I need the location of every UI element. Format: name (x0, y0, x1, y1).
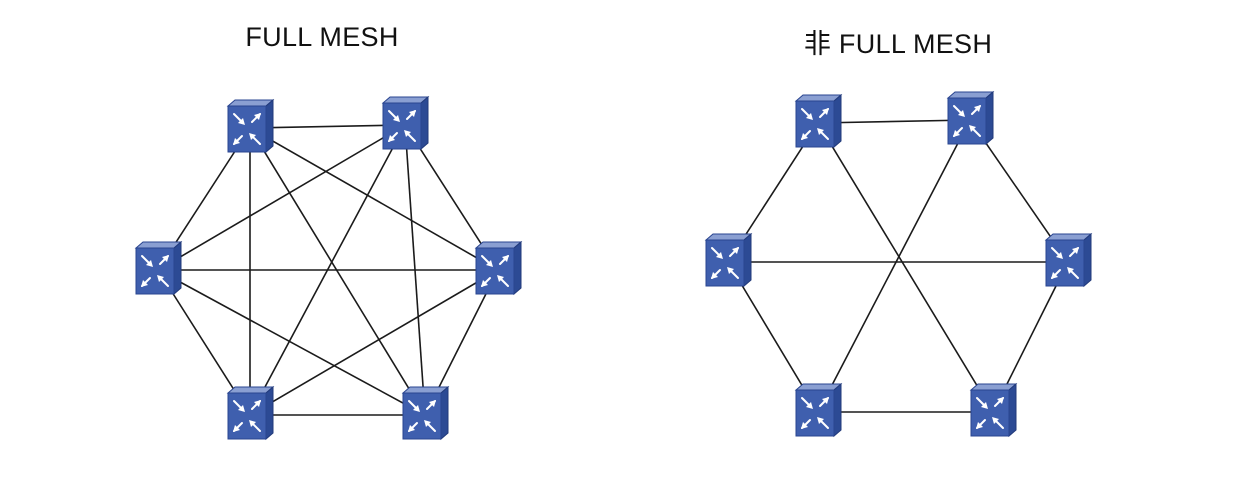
router-icon (135, 241, 182, 295)
diagram-title-non-full-mesh: 非 FULL MESH (803, 29, 993, 59)
router-icon (382, 96, 429, 150)
router-icon (402, 386, 449, 440)
link-r3-r6 (157, 269, 426, 416)
link-r1-r2 (817, 119, 971, 124)
diagram-title-full-mesh: FULL MESH (245, 22, 399, 52)
router-icon (227, 386, 274, 440)
link-r2-r3 (157, 124, 406, 271)
router-icon (227, 99, 274, 153)
link-r1-r4 (249, 127, 499, 271)
link-r1-r6 (249, 127, 426, 416)
router-icon (970, 383, 1017, 437)
link-r1-r2 (249, 124, 406, 129)
router-icon (795, 94, 842, 148)
link-r2-r5 (817, 119, 971, 413)
router-icon (1045, 233, 1092, 287)
router-icon (795, 383, 842, 437)
router-icon (705, 233, 752, 287)
link-r4-r5 (249, 269, 499, 416)
link-r1-r6 (817, 122, 994, 413)
router-icon (947, 91, 994, 145)
router-icon (475, 241, 522, 295)
